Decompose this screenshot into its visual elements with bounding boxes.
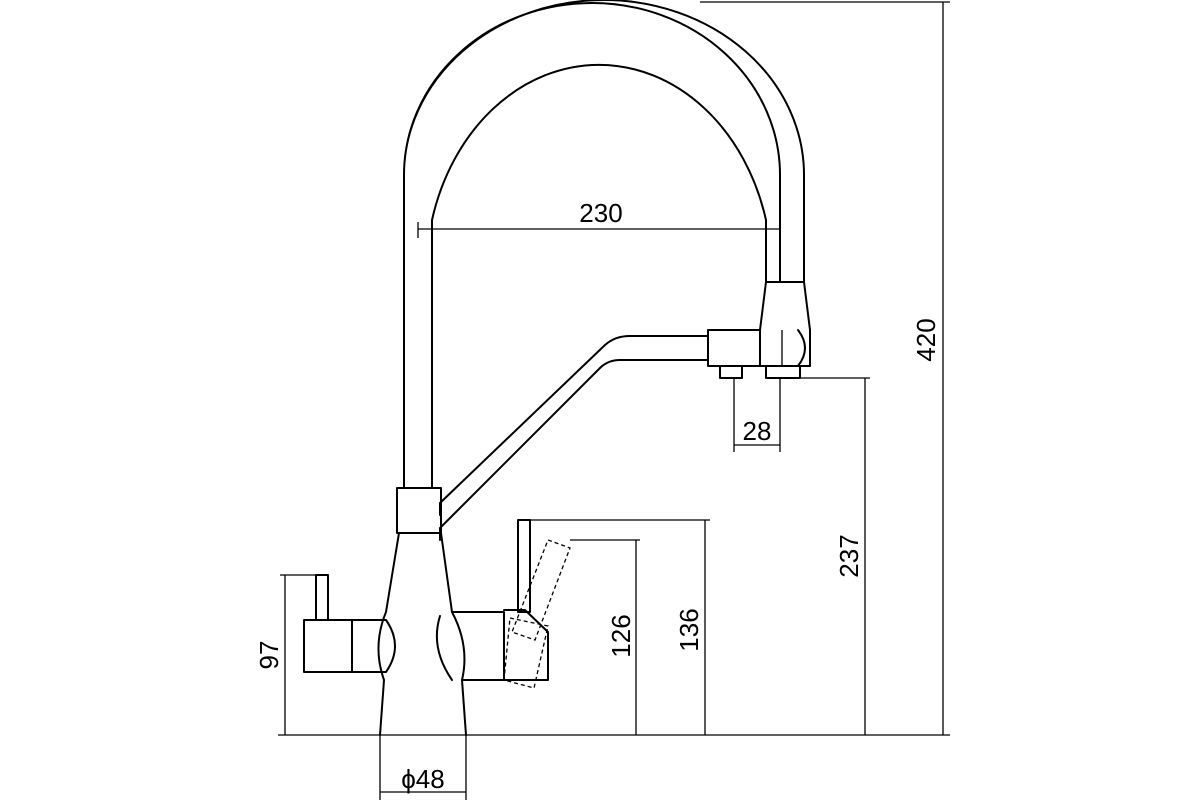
outlet-nozzle-left [719, 365, 743, 379]
mixer-lever [315, 574, 329, 621]
outlet-block-detail [759, 330, 783, 366]
dim-filter-spout-height: 126 [606, 614, 636, 657]
spray-head-cap [797, 329, 806, 367]
dim-total-height: 420 [911, 318, 941, 361]
dim-filter-lever-height: 136 [674, 608, 704, 651]
filter-valve-cap [503, 609, 549, 681]
outlet-nozzle-right [765, 365, 801, 379]
filter-lever [517, 519, 531, 613]
filter-valve [435, 611, 505, 681]
faucet-outline [303, 0, 811, 736]
filter-arm [439, 335, 709, 541]
faucet-body [377, 532, 467, 736]
dim-lever-height: 97 [254, 641, 284, 670]
spray-head [759, 281, 811, 367]
outlet-block [707, 329, 761, 367]
dim-spout-reach: 230 [579, 198, 622, 228]
gooseneck-spout [403, 0, 805, 488]
body-collar [396, 487, 442, 534]
dimension-labels: 420 230 28 237 136 126 97 ϕ48 [254, 198, 941, 794]
dim-base-diameter: ϕ48 [401, 764, 444, 794]
dim-outlet-height: 237 [834, 534, 864, 577]
mixer-handle [303, 619, 396, 673]
dim-outlet-spacing: 28 [743, 416, 772, 446]
filter-lever-alt [503, 539, 571, 689]
dimension-lines [278, 1, 950, 800]
